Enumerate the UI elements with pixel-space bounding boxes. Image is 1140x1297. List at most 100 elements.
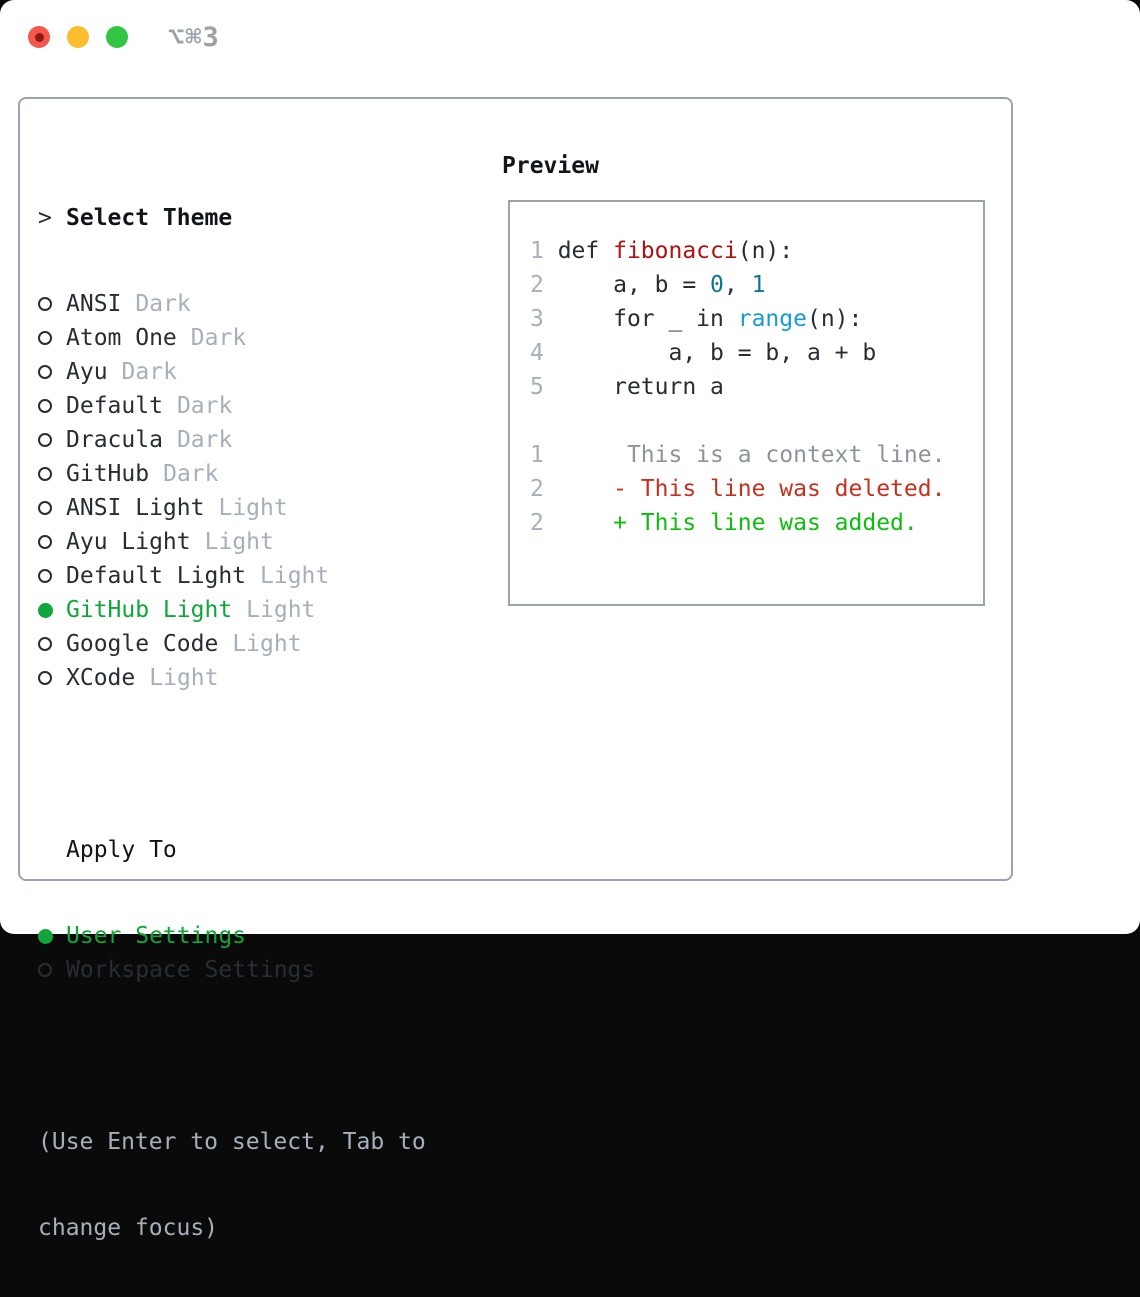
- code-segment-plain: a, b = b, a + b: [557, 340, 877, 366]
- minimize-button[interactable]: [67, 26, 89, 48]
- help-text-line-1: (Use Enter to select, Tab to: [38, 1129, 426, 1155]
- code-line: 2 + This line was added.: [530, 506, 983, 540]
- code-segment-builtin: range: [737, 306, 807, 332]
- spacer: [38, 1039, 498, 1073]
- theme-variant-tag: Dark: [135, 291, 191, 317]
- preview-title: Preview: [502, 153, 599, 179]
- select-theme-header: >Select Theme: [38, 201, 498, 235]
- radio-icon: [38, 637, 52, 651]
- spacer: [38, 747, 498, 781]
- theme-variant-tag: Light: [246, 597, 316, 623]
- code-segment-number: 0: [710, 272, 724, 298]
- line-number: 3: [530, 306, 558, 332]
- maximize-button[interactable]: [106, 26, 128, 48]
- radio-selected-icon: [38, 602, 53, 618]
- code-segment-plain: ,: [723, 272, 752, 298]
- theme-name: Atom One: [66, 325, 177, 351]
- code-line: 4 a, b = b, a + b: [530, 336, 983, 370]
- theme-option-dracula[interactable]: Dracula Dark: [38, 423, 498, 457]
- code-line: 2 - This line was deleted.: [530, 472, 983, 506]
- theme-variant-tag: Dark: [176, 427, 233, 453]
- theme-name: Google Code: [66, 631, 219, 657]
- radio-selected-icon: [38, 928, 53, 944]
- close-button[interactable]: [28, 26, 50, 48]
- theme-option-ansi[interactable]: ANSI Dark: [38, 287, 498, 321]
- line-number: [530, 408, 558, 434]
- theme-variant-tag: Light: [260, 563, 330, 589]
- code-segment-function: fibonacci: [613, 238, 738, 264]
- theme-name: Default Light: [66, 563, 247, 589]
- code-segment-plain: return a: [557, 374, 724, 400]
- theme-name: ANSI: [66, 291, 122, 317]
- theme-name: Dracula: [66, 427, 163, 453]
- theme-variant-tag: Dark: [163, 461, 219, 487]
- theme-option-atom-one[interactable]: Atom One Dark: [38, 321, 498, 355]
- apply-to-header: Apply To: [66, 837, 177, 863]
- apply-option-label: Workspace Settings: [66, 957, 316, 983]
- code-line: 1 def fibonacci(n):: [530, 234, 983, 268]
- help-text-line-2: change focus): [38, 1215, 219, 1241]
- radio-icon: [38, 671, 52, 685]
- theme-variant-tag: Dark: [121, 359, 177, 385]
- apply-option-user-settings[interactable]: User Settings: [38, 919, 498, 953]
- theme-option-google-code[interactable]: Google Code Light: [38, 627, 498, 661]
- code-segment-plain: for _ in: [557, 306, 738, 332]
- line-number: 4: [530, 340, 558, 366]
- code-segment-plain: (n):: [737, 238, 794, 264]
- line-number: 2: [530, 476, 558, 502]
- theme-option-default-light[interactable]: Default Light Light: [38, 559, 498, 593]
- apply-option-label: User Settings: [66, 923, 247, 949]
- code-segment-plain: a, b =: [557, 272, 711, 298]
- theme-name: ANSI Light: [66, 495, 205, 521]
- code-line: 2 a, b = 0, 1: [530, 268, 983, 302]
- line-number: 2: [530, 272, 558, 298]
- theme-name: GitHub: [66, 461, 150, 487]
- radio-icon: [38, 963, 52, 977]
- theme-name: XCode: [66, 665, 136, 691]
- line-number: 2: [530, 510, 558, 536]
- theme-option-xcode[interactable]: XCode Light: [38, 661, 498, 695]
- radio-icon: [38, 433, 52, 447]
- theme-option-github-light[interactable]: GitHub Light Light: [38, 593, 498, 627]
- select-theme-title: Select Theme: [66, 205, 233, 231]
- theme-variant-tag: Light: [149, 665, 219, 691]
- line-number: 5: [530, 374, 558, 400]
- theme-variant-tag: Light: [204, 529, 274, 555]
- theme-variant-tag: Light: [218, 495, 288, 521]
- radio-icon: [38, 467, 52, 481]
- theme-option-ansi-light[interactable]: ANSI Light Light: [38, 491, 498, 525]
- radio-icon: [38, 297, 52, 311]
- radio-icon: [38, 399, 52, 413]
- theme-option-github[interactable]: GitHub Dark: [38, 457, 498, 491]
- theme-name: GitHub Light: [66, 597, 233, 623]
- radio-icon: [38, 501, 52, 515]
- code-segment-plain: (n):: [806, 306, 863, 332]
- code-segment-number: 1: [751, 272, 766, 298]
- line-number: 1: [530, 442, 558, 468]
- code-line: 3 for _ in range(n):: [530, 302, 983, 336]
- radio-icon: [38, 365, 52, 379]
- radio-icon: [38, 535, 52, 549]
- theme-variant-tag: Light: [232, 631, 302, 657]
- titlebar: ⌥⌘3: [0, 0, 1140, 74]
- apply-option-workspace-settings[interactable]: Workspace Settings: [38, 953, 498, 987]
- code-segment-deleted: - This line was deleted.: [557, 476, 946, 502]
- code-segment-plain: def: [557, 238, 614, 264]
- theme-name: Default: [66, 393, 163, 419]
- radio-icon: [38, 569, 52, 583]
- close-dot-icon: [34, 32, 44, 42]
- code-line: 5 return a: [530, 370, 983, 404]
- theme-option-default[interactable]: Default Dark: [38, 389, 498, 423]
- theme-variant-tag: Dark: [190, 325, 247, 351]
- theme-variant-tag: Dark: [176, 393, 233, 419]
- code-line: 1 This is a context line.: [530, 438, 983, 472]
- code-segment-added: + This line was added.: [557, 510, 918, 536]
- code-segment-context: This is a context line.: [557, 442, 946, 468]
- radio-icon: [38, 331, 52, 345]
